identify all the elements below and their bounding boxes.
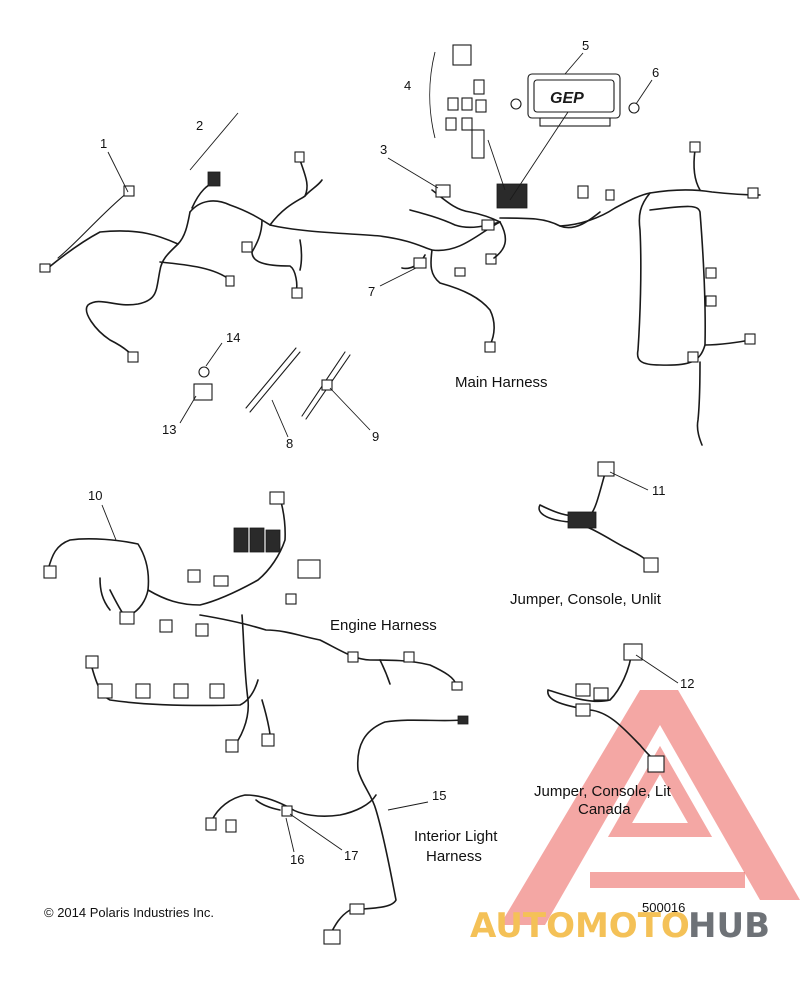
watermark-triangle-icon	[500, 690, 800, 925]
drawing-number: 500016	[642, 900, 685, 915]
callout-2: 2	[196, 118, 203, 133]
callout-4: 4	[404, 78, 411, 93]
watermark-logo: AUTOMOTO HUB	[470, 690, 800, 946]
callout-9: 9	[372, 429, 379, 444]
section-labels: Main Harness Engine Harness Jumper, Cons…	[330, 374, 672, 865]
label-jumper-unlit: Jumper, Console, Unlit	[510, 591, 662, 608]
copyright-text: © 2014 Polaris Industries Inc.	[44, 905, 214, 920]
label-jumper-lit-line1: Jumper, Console, Lit	[534, 783, 672, 800]
callout-13: 13	[162, 422, 176, 437]
jumper-unlit-drawing	[538, 461, 659, 573]
module-logo-text: GEP	[550, 90, 584, 107]
callout-11: 11	[652, 483, 666, 498]
callout-16: 16	[290, 852, 304, 867]
callout-5: 5	[582, 38, 589, 53]
tie-strap-group	[193, 347, 351, 420]
engine-harness-drawing	[43, 491, 463, 753]
callout-7: 7	[368, 284, 375, 299]
callout-3: 3	[380, 142, 387, 157]
callout-1: 1	[100, 136, 107, 151]
label-interior-line1: Interior Light	[414, 828, 498, 845]
callout-8: 8	[286, 436, 293, 451]
callout-6: 6	[652, 65, 659, 80]
label-interior-line2: Harness	[426, 848, 482, 865]
power-distribution-module: GEP	[510, 73, 640, 127]
main-harness-drawing	[39, 141, 761, 446]
callout-15: 15	[432, 788, 446, 803]
callout-12: 12	[680, 676, 694, 691]
label-engine-harness: Engine Harness	[330, 617, 437, 634]
callout-14: 14	[226, 330, 240, 345]
label-jumper-lit-line2: Canada	[578, 801, 631, 818]
relay-fuse-group	[429, 44, 487, 159]
callout-numbers: 1 2 3 4 5 6 7 8 9 10 11 12 13 14 15 16 1…	[88, 38, 694, 867]
label-main-harness: Main Harness	[455, 374, 548, 391]
callout-17: 17	[344, 848, 358, 863]
watermark-text-part2: HUB	[688, 906, 770, 946]
leader-lines	[101, 52, 679, 853]
watermark-text-part1: AUTOMOTO	[470, 906, 690, 946]
callout-10: 10	[88, 488, 102, 503]
interior-light-harness-drawing	[205, 715, 469, 945]
